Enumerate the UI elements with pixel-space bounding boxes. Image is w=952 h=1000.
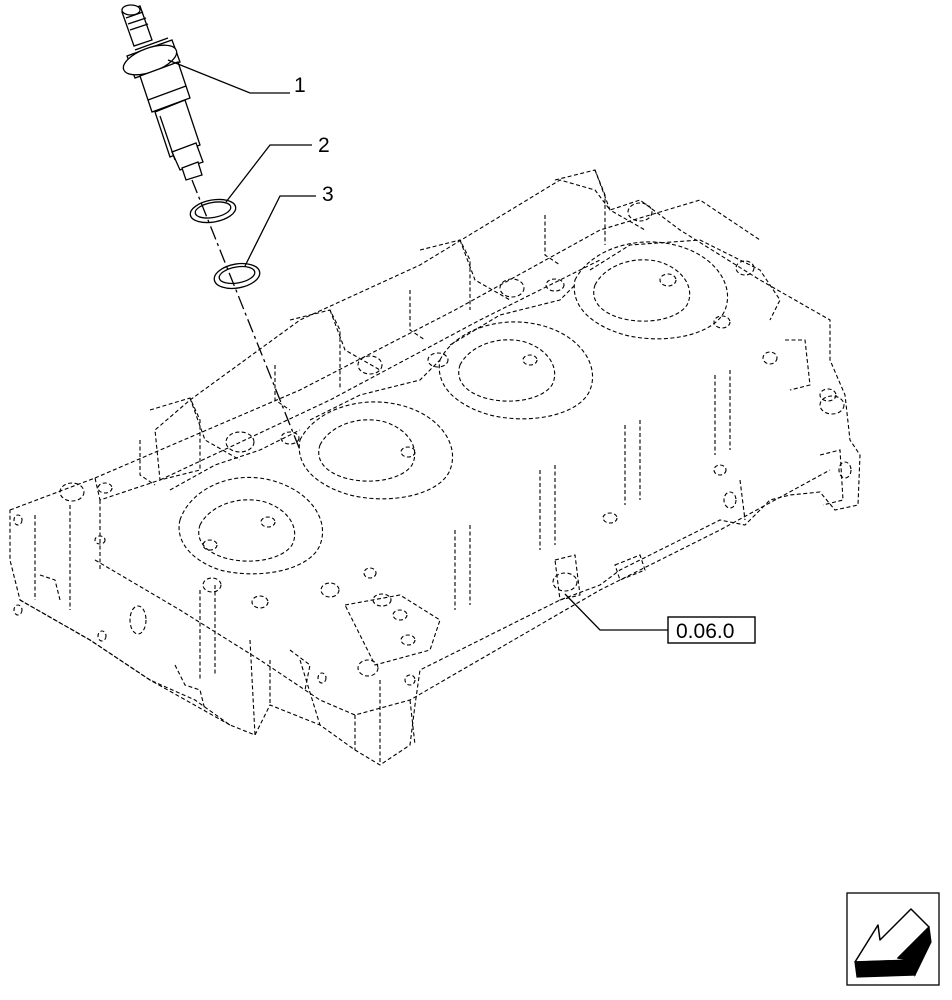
arrow-back-icon[interactable] xyxy=(846,892,940,986)
reference-box[interactable] xyxy=(667,616,756,644)
cylinder-head-drawing xyxy=(9,169,861,766)
o-ring-3-part xyxy=(213,262,261,290)
callout-3-group: 3 xyxy=(244,183,334,267)
o-ring-2-part xyxy=(189,198,237,224)
callout-1-group: 1 xyxy=(167,59,306,97)
reference-label[interactable]: 0.06.0 xyxy=(676,620,734,643)
callout-1-label: 1 xyxy=(294,74,306,97)
injector-part xyxy=(121,4,204,181)
callout-2-group: 2 xyxy=(225,134,330,203)
callout-2-label: 2 xyxy=(318,134,330,157)
reference-callout[interactable]: 0.06.0 xyxy=(564,593,756,644)
injector-axis-line xyxy=(191,179,301,451)
callout-3-label: 3 xyxy=(322,183,334,206)
